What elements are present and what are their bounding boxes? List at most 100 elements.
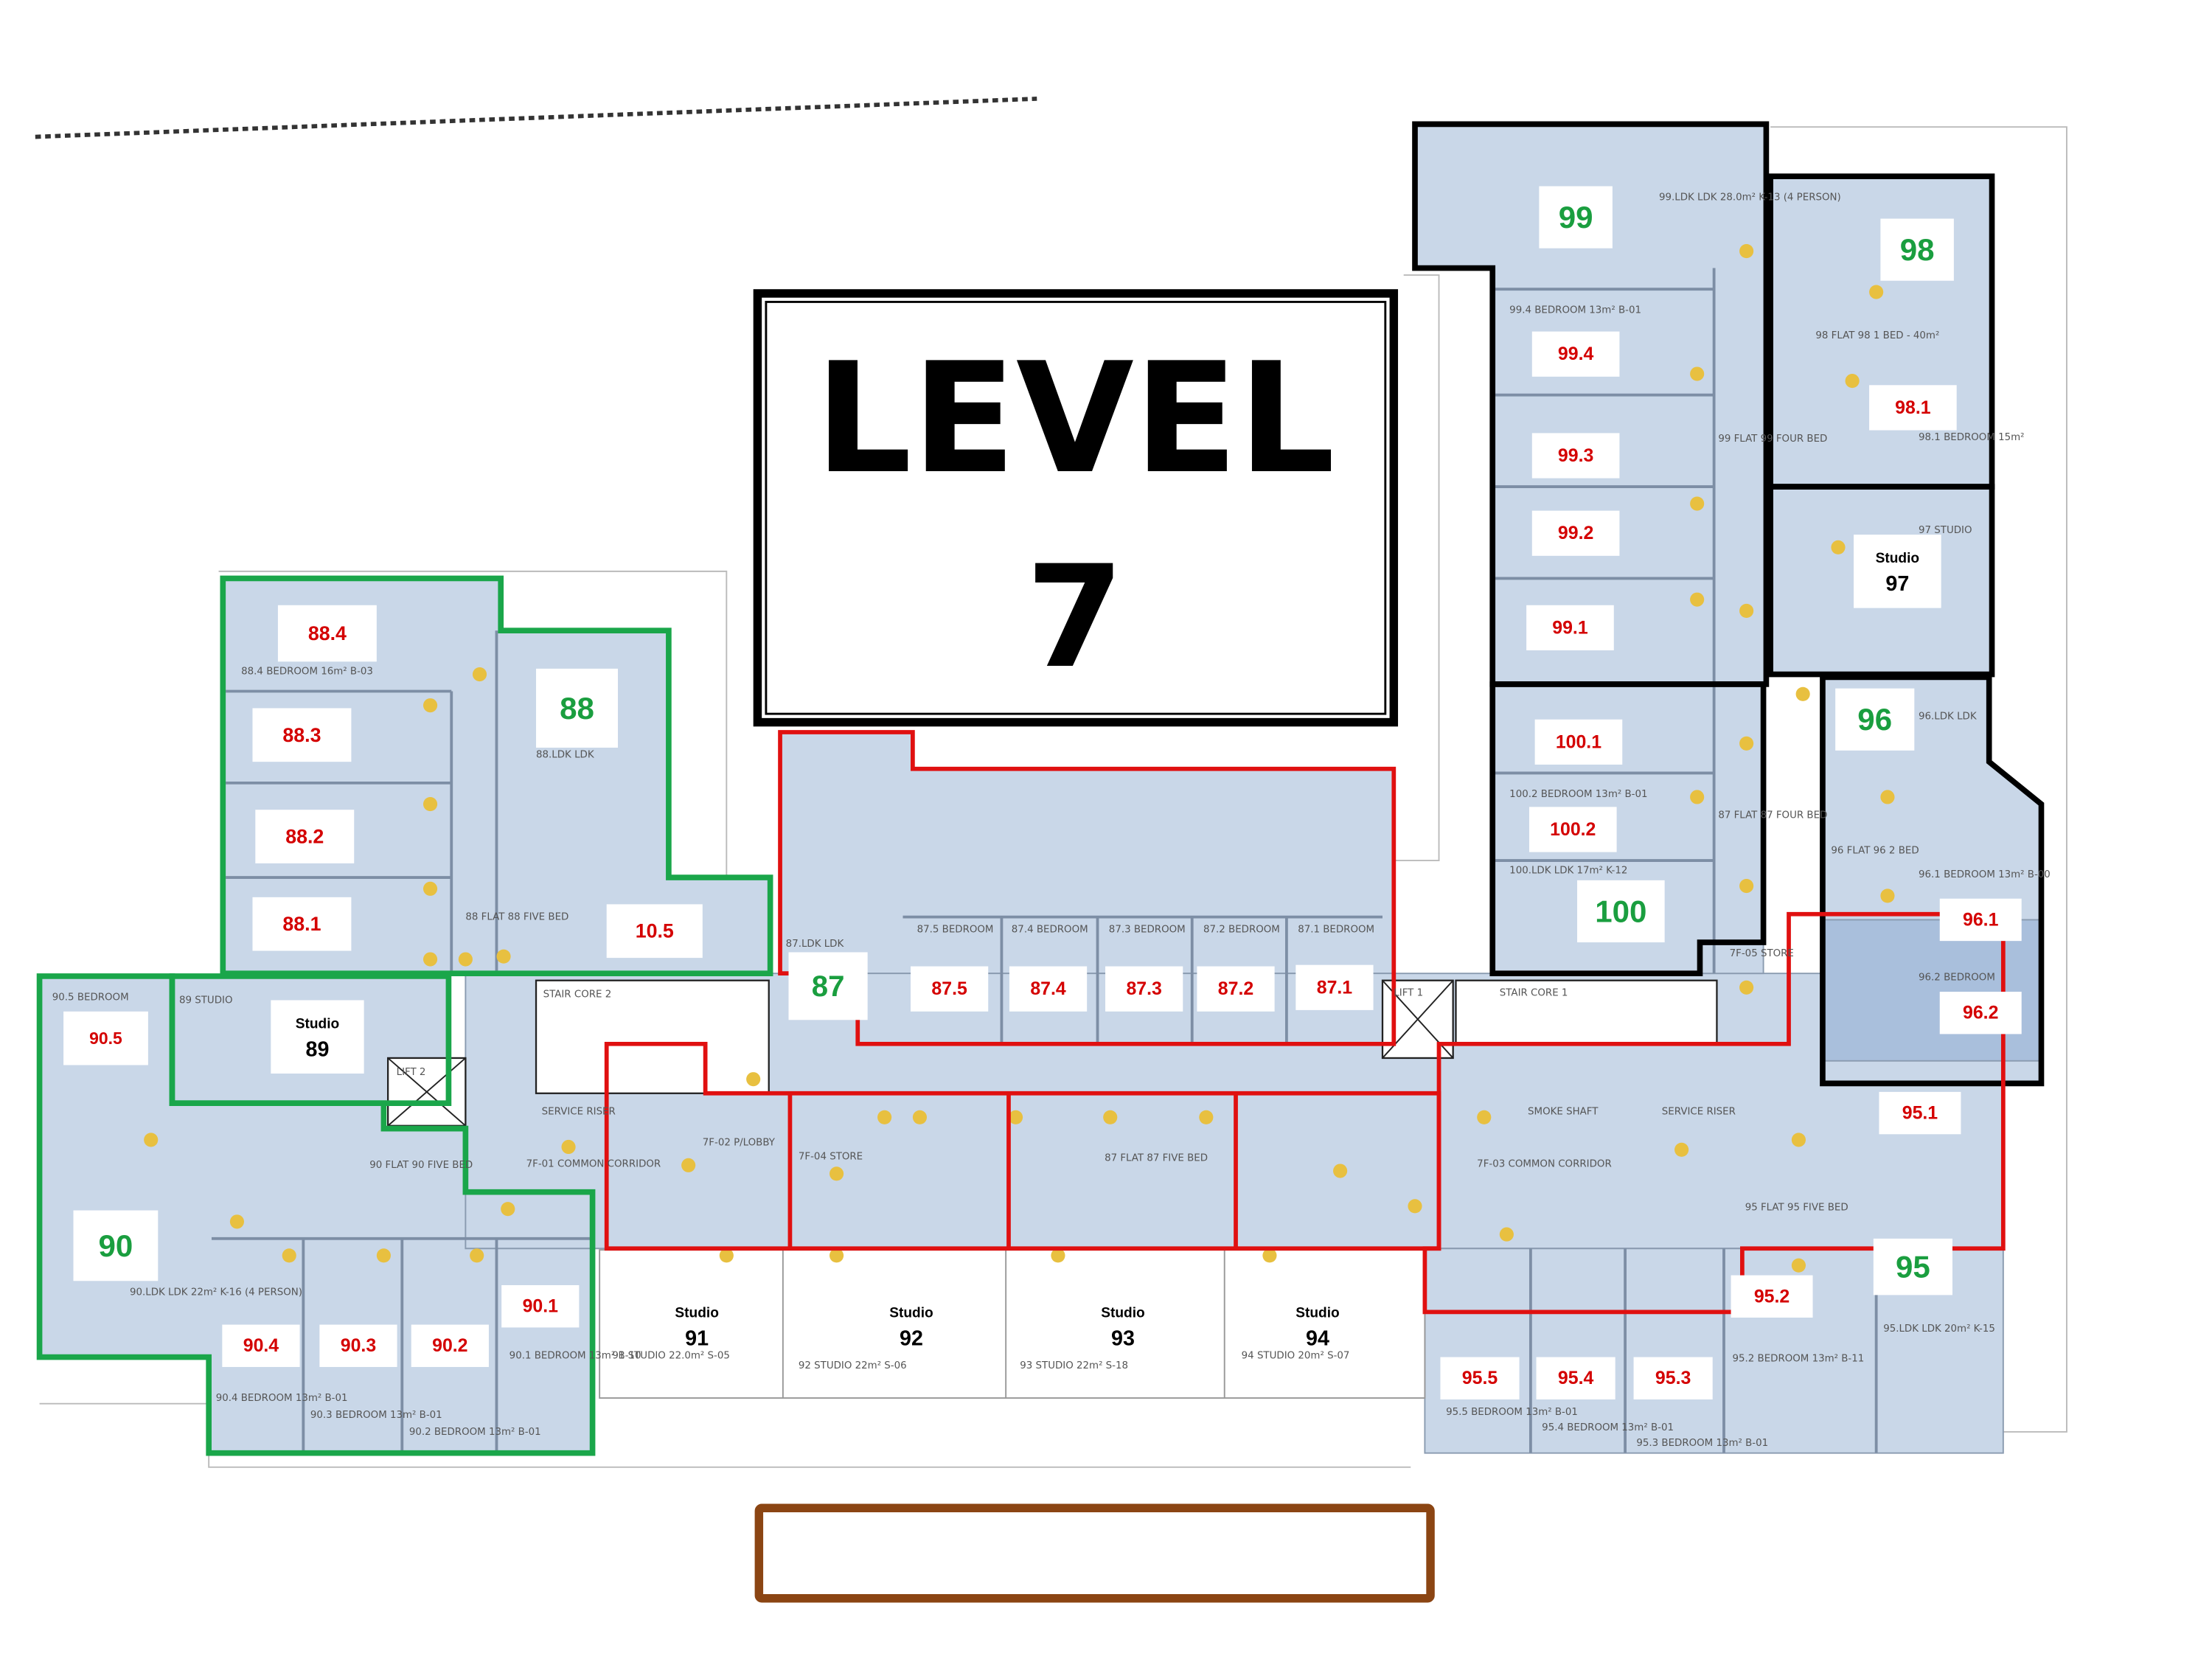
unit-label-100: 100	[1577, 880, 1665, 943]
unit-label-text: 88.2	[285, 826, 324, 848]
unit-label-box	[1009, 966, 1088, 1012]
unit-label-box	[1880, 218, 1954, 281]
unit-label-box	[1534, 719, 1623, 765]
unit-label-text: 99	[1559, 200, 1593, 234]
unit-label-text: 88	[560, 691, 594, 726]
unit-label-box	[1536, 1357, 1615, 1399]
studio-number: 89	[306, 1037, 330, 1061]
unit-label-box	[1873, 1238, 1952, 1295]
door-marker-dot	[1103, 1110, 1118, 1124]
door-marker-dot	[1869, 285, 1884, 299]
flat-100-outline	[1489, 681, 1767, 976]
room-annotation: 7F-03 COMMON CORRIDOR	[1477, 1158, 1612, 1169]
unit-label-text: 95.3	[1655, 1368, 1691, 1388]
door-marker-dot	[1008, 1110, 1023, 1124]
unit-label-text: 99.4	[1558, 344, 1594, 364]
unit-label-88-1: 88.1	[252, 897, 352, 951]
studio-caption: Studio	[1876, 551, 1920, 566]
door-marker-dot	[1880, 790, 1895, 804]
unit-label-box	[606, 904, 703, 959]
unit-label-text: 87	[812, 970, 845, 1003]
unit-label-text: 95.1	[1902, 1103, 1938, 1124]
unit-label-box	[1577, 880, 1665, 943]
room-annotation: 90.2 BEDROOM 13m² B-01	[409, 1427, 541, 1438]
unit-label-text: 87.4	[1030, 978, 1066, 999]
room-annotation: STAIR CORE 2	[543, 990, 612, 1001]
unit-label-text: 88.1	[282, 913, 321, 935]
unit-label-95-4: 95.4	[1536, 1357, 1615, 1399]
unit-label-box	[1633, 1357, 1713, 1399]
door-marker-dot	[1739, 243, 1754, 259]
room-annotation: 98 FLAT 98 1 BED - 40m²	[1815, 330, 1939, 341]
door-marker-dot	[1333, 1164, 1348, 1178]
room-annotation: LIFT 2	[397, 1067, 426, 1078]
room-annotation: 7F-01 COMMON CORRIDOR	[526, 1158, 661, 1169]
door-marker-dot	[1791, 1258, 1806, 1273]
door-marker-dot	[1408, 1199, 1422, 1214]
unit-label-box	[1531, 433, 1620, 479]
unit-label-99-4: 99.4	[1531, 331, 1620, 377]
door-marker-dot	[1690, 790, 1705, 804]
door-marker-dot	[1690, 592, 1705, 607]
room-annotation: 87 FLAT 87 FIVE BED	[1105, 1153, 1208, 1164]
door-marker-dot	[422, 952, 438, 967]
unit-label-box	[63, 1011, 148, 1065]
flat-95-outline	[1422, 911, 2006, 1315]
door-marker-dot	[1739, 603, 1754, 619]
room-annotation: 95.5 BEDROOM 13m² B-01	[1446, 1407, 1578, 1418]
room-annotation: SMOKE SHAFT	[1528, 1106, 1599, 1117]
room-annotation: 99 FLAT 99 FOUR BED	[1718, 434, 1827, 445]
door-marker-dot	[1739, 878, 1754, 894]
unit-label-box	[1879, 1091, 1961, 1135]
unit-label-90: 90	[73, 1210, 159, 1281]
studio-label-box	[1854, 535, 1941, 608]
door-markers	[144, 243, 1895, 1273]
unit-label-box	[1440, 1357, 1520, 1399]
room-annotation: 87.LDK LDK	[786, 939, 845, 950]
room-annotation: 7F-04 STORE	[799, 1152, 863, 1163]
unit-label-box	[255, 810, 355, 863]
unit-label-text: 96	[1857, 702, 1892, 737]
empty-caption-box	[754, 1503, 1435, 1603]
site-boundary-dashed-line	[35, 97, 1037, 139]
door-marker-dot	[1880, 888, 1895, 903]
door-marker-dot	[1477, 1110, 1492, 1124]
unit-label-text: 90	[98, 1228, 133, 1263]
door-marker-dot	[1831, 540, 1846, 554]
unit-label-99: 99	[1539, 186, 1613, 248]
unit-label-text: 87.2	[1218, 978, 1253, 999]
studio-caption: Studio	[296, 1017, 339, 1032]
unit-label-87-1: 87.1	[1295, 964, 1374, 1010]
door-marker-dot	[282, 1248, 296, 1263]
room-annotation: 96 FLAT 96 2 BED	[1831, 846, 1919, 857]
unit-label-box	[252, 708, 352, 762]
room-annotation: SERVICE RISER	[1662, 1106, 1736, 1117]
studio-number: 91	[685, 1327, 709, 1351]
door-marker-dot	[144, 1133, 159, 1147]
door-marker-dot	[470, 1248, 484, 1263]
door-marker-dot	[422, 698, 438, 713]
unit-label-box	[1197, 966, 1275, 1012]
door-marker-dot	[1262, 1248, 1277, 1263]
room-annotation: 87.4 BEDROOM	[1012, 925, 1088, 936]
room-annotation: 90 FLAT 90 FIVE BED	[369, 1160, 473, 1171]
unit-label-box	[1528, 807, 1617, 852]
room-annotation: 7F-02 P/LOBBY	[703, 1138, 776, 1149]
outline-black-flats	[1412, 121, 2045, 1087]
room-annotation: 94 STUDIO 20m² S-07	[1242, 1350, 1350, 1361]
unit-label-96-1: 96.1	[1939, 898, 2022, 942]
room-annotation: 88.LDK LDK	[536, 749, 595, 760]
unit-label-95-2: 95.2	[1731, 1275, 1813, 1318]
door-marker-dot	[458, 952, 473, 967]
room-annotation: 87.5 BEDROOM	[917, 925, 994, 936]
unit-label-text: 100.2	[1550, 819, 1596, 840]
studio-number: 92	[900, 1327, 923, 1351]
door-marker-dot	[1795, 686, 1810, 701]
unit-label-box	[1526, 605, 1614, 651]
unit-label-text: 95.4	[1558, 1368, 1594, 1388]
door-marker-dot	[561, 1139, 576, 1155]
studio-number: 94	[1306, 1327, 1329, 1351]
unit-label-text: 90.4	[243, 1335, 279, 1356]
